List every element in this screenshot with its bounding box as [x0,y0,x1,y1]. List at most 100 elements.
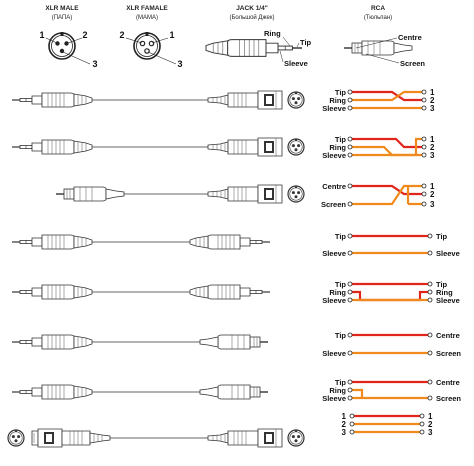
rca-part-label: Screen [400,59,425,68]
jack-plug-icon [190,285,270,299]
jack-subtitle: (Большой Джек) [230,14,275,21]
right-terminal-label: 3 [430,104,435,113]
jack-plug-icon [190,235,270,249]
cable-row-7 [11,384,268,400]
cable-row-4 [11,234,270,250]
xlr-female-pin-label: 3 [177,59,182,69]
left-terminal-label: Sleeve [322,151,346,160]
right-terminal-label: 1 [430,135,435,144]
xlr-female-plug-icon [207,184,283,204]
xlr-face-icon [287,184,305,203]
xlr-male-pin-label: 3 [92,59,97,69]
left-terminal-label: Ring [329,386,346,395]
rca-plug-icon [55,186,125,202]
xlr-male-face-icon [48,32,76,60]
cable-row-2 [11,137,305,157]
right-terminal-label: 2 [430,96,435,105]
cable-row-6 [11,334,268,350]
xlr-male-plug-icon [31,428,111,448]
wiring-scheme-1: Tip Ring Sleeve 1 2 3 [322,88,435,113]
rca-plug-icon [343,40,413,56]
jack-part-label: Ring [264,29,281,38]
xlr-male-subtitle: (ПАПА) [52,15,73,21]
left-terminal-label: Tip [335,232,347,241]
right-terminal-label: 2 [430,190,435,199]
right-terminal-label: Sleeve [436,249,460,258]
right-terminal-label: 2 [430,143,435,152]
right-terminal-label: Centre [436,378,460,387]
left-terminal-label: Sleeve [322,249,346,258]
xlr-female-title: XLR FAMALE [126,5,168,12]
left-terminal-label: 3 [342,428,347,437]
xlr-female-subtitle: (МАМА) [136,15,158,21]
xlr-female-plug-icon [207,428,283,448]
xlr-face-icon [287,428,305,447]
jack-plug-icon [11,92,93,108]
jack-part-label: Sleeve [284,59,308,68]
xlr-female-plug-icon [207,137,283,157]
jack-plug-icon [11,384,93,400]
jack-plug-icon [206,40,302,57]
cable-row-5 [11,284,270,300]
left-terminal-label: Ring [329,96,346,105]
jack-plug-icon [11,334,93,350]
left-terminal-label: Ring [329,143,346,152]
left-terminal-label: Sleeve [322,296,346,305]
rca-subtitle: (Тюльпан) [364,15,392,21]
right-terminal-label: Tip [436,232,448,241]
left-terminal-label: Tip [335,135,347,144]
left-terminal-label: Centre [322,182,346,191]
right-terminal-label: 3 [430,200,435,209]
rca-plug-icon [200,385,268,399]
rca-plug-icon [200,335,268,349]
cable-row-1 [11,90,305,110]
left-terminal-label: 2 [342,420,347,429]
xlr-male-title: XLR MALE [45,5,79,12]
right-terminal-label: 1 [430,182,435,191]
jack-part-label: Tip [300,38,312,47]
left-terminal-label: Tip [335,331,347,340]
header: XLR MALE (ПАПА) XLR FAMALE (МАМА) JACK 1… [39,5,425,69]
xlr-face-icon [287,137,305,156]
left-terminal-label: 1 [342,412,347,421]
rca-part-label: Centre [398,33,422,42]
right-terminal-label: 3 [430,151,435,160]
rca-title: RCA [371,5,385,12]
xlr-face-icon [7,428,25,447]
cable-row-8 [7,428,305,448]
right-terminal-label: Ring [436,288,453,297]
right-terminal-label: 1 [428,412,433,421]
right-terminal-label: Centre [436,331,460,340]
xlr-face-icon [287,90,305,109]
wiring-scheme-7: Tip Ring Sleeve Centre Screen [322,378,461,403]
right-terminal-label: Screen [436,394,461,403]
left-terminal-label: Tip [335,280,347,289]
right-terminal-label: Sleeve [436,296,460,305]
jack-plug-icon [11,139,93,155]
right-terminal-label: Screen [436,349,461,358]
wiring-scheme-5: Tip Ring Sleeve Tip Ring Sleeve [322,280,460,305]
jack-plug-icon [11,284,93,300]
right-terminal-label: Tip [436,280,448,289]
cable-row-3 [55,184,305,204]
left-terminal-label: Sleeve [322,394,346,403]
xlr-female-pin-label: 1 [169,30,174,40]
xlr-female-plug-icon [207,90,283,110]
wiring-scheme-4: Tip Sleeve Tip Sleeve [322,232,460,258]
xlr-female-pin-label: 2 [119,30,124,40]
wiring-scheme-6: Tip Sleeve Centre Screen [322,331,461,358]
xlr-male-pin-label: 1 [39,30,44,40]
xlr-male-pin-label: 2 [82,30,87,40]
wiring-scheme-8: 1 2 3 1 2 3 [342,412,433,437]
jack-plug-icon [11,234,93,250]
jack-title: JACK 1/4" [236,5,268,12]
wiring-scheme-2: Tip Ring Sleeve 1 2 3 [322,135,435,160]
right-terminal-label: 1 [430,88,435,97]
left-terminal-label: Tip [335,378,347,387]
xlr-female-face-icon [133,32,161,60]
right-terminal-label: 2 [428,420,433,429]
left-terminal-label: Tip [335,88,347,97]
left-terminal-label: Sleeve [322,349,346,358]
wiring-scheme-3: Centre Screen 1 2 3 [321,182,435,209]
